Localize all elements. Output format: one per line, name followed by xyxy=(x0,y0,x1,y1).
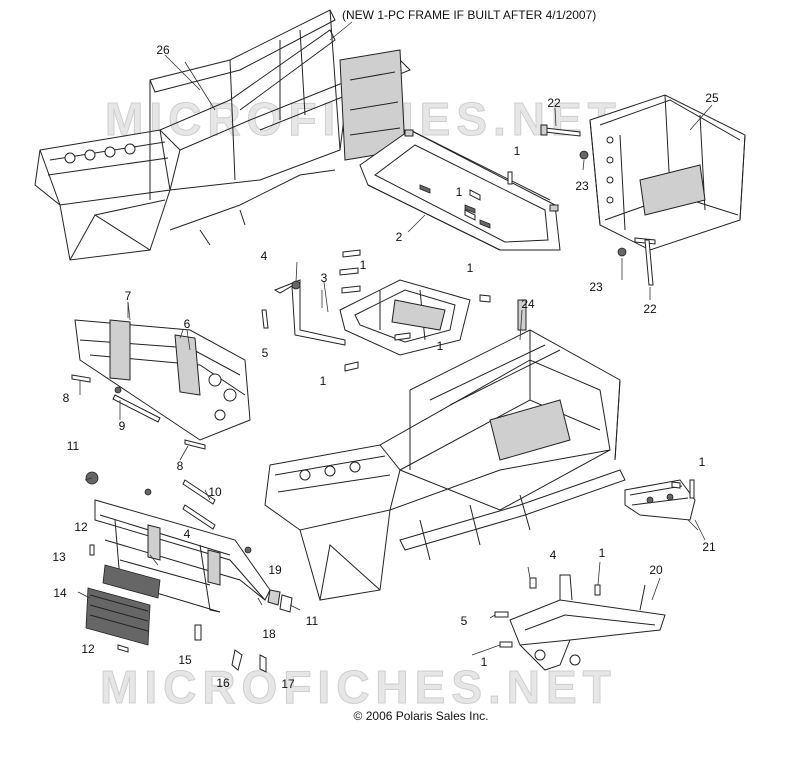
callout-11: 11 xyxy=(305,614,319,628)
callout-13: 13 xyxy=(52,550,66,564)
callout-1: 1 xyxy=(319,374,327,388)
callout-1: 1 xyxy=(436,339,444,353)
callout-25: 25 xyxy=(705,91,719,105)
callout-23: 23 xyxy=(589,280,603,294)
callout-18: 18 xyxy=(262,627,276,641)
callout-1: 1 xyxy=(598,546,606,560)
callout-14: 14 xyxy=(53,586,67,600)
callout-15: 15 xyxy=(178,653,192,667)
front-bumper xyxy=(85,471,293,673)
callout-2: 2 xyxy=(395,230,403,244)
callout-1: 1 xyxy=(455,185,463,199)
callout-8: 8 xyxy=(62,391,70,405)
front-mount-bracket xyxy=(74,302,251,441)
callout-4: 4 xyxy=(183,527,191,541)
callout-7: 7 xyxy=(124,289,132,303)
callout-12: 12 xyxy=(74,520,88,534)
leader-lines xyxy=(77,21,713,656)
callout-1: 1 xyxy=(359,258,367,272)
callout-26: 26 xyxy=(156,43,170,57)
callout-23: 23 xyxy=(575,179,589,193)
callout-20: 20 xyxy=(649,563,663,577)
frame-note: (NEW 1-PC FRAME IF BUILT AFTER 4/1/2007) xyxy=(342,8,597,22)
callout-6: 6 xyxy=(183,317,191,331)
rear-lower-frame xyxy=(494,574,666,671)
callout-10: 10 xyxy=(208,485,222,499)
main-frame-assembly xyxy=(264,299,626,601)
callout-8: 8 xyxy=(176,459,184,473)
callout-16: 16 xyxy=(216,676,230,690)
callout-4: 4 xyxy=(260,249,268,263)
misc-bolts xyxy=(71,171,513,450)
callout-21: 21 xyxy=(702,540,716,554)
callout-1: 1 xyxy=(513,144,521,158)
copyright-text: © 2006 Polaris Sales Inc. xyxy=(353,709,489,723)
callout-19: 19 xyxy=(268,563,282,577)
watermark-bottom: MICROFICHES.NET xyxy=(100,661,617,714)
seat-bracket xyxy=(273,279,471,356)
rear-bolts xyxy=(540,107,656,300)
callout-22: 22 xyxy=(643,302,657,316)
callout-1: 1 xyxy=(466,261,474,275)
rear-frame-section xyxy=(589,94,746,251)
hitch-bracket xyxy=(624,479,706,541)
callout-5: 5 xyxy=(261,346,269,360)
callout-22: 22 xyxy=(547,96,561,110)
callout-5: 5 xyxy=(460,614,468,628)
callout-11: 11 xyxy=(66,439,80,453)
upper-frame-assembly xyxy=(34,9,411,261)
callout-3: 3 xyxy=(320,271,328,285)
callout-4: 4 xyxy=(549,548,557,562)
skid-plate xyxy=(359,129,561,251)
callout-24: 24 xyxy=(521,297,535,311)
callout-17: 17 xyxy=(281,677,295,691)
callout-12: 12 xyxy=(81,642,95,656)
callout-1: 1 xyxy=(698,455,706,469)
callout-1: 1 xyxy=(480,655,488,669)
callout-9: 9 xyxy=(118,419,126,433)
